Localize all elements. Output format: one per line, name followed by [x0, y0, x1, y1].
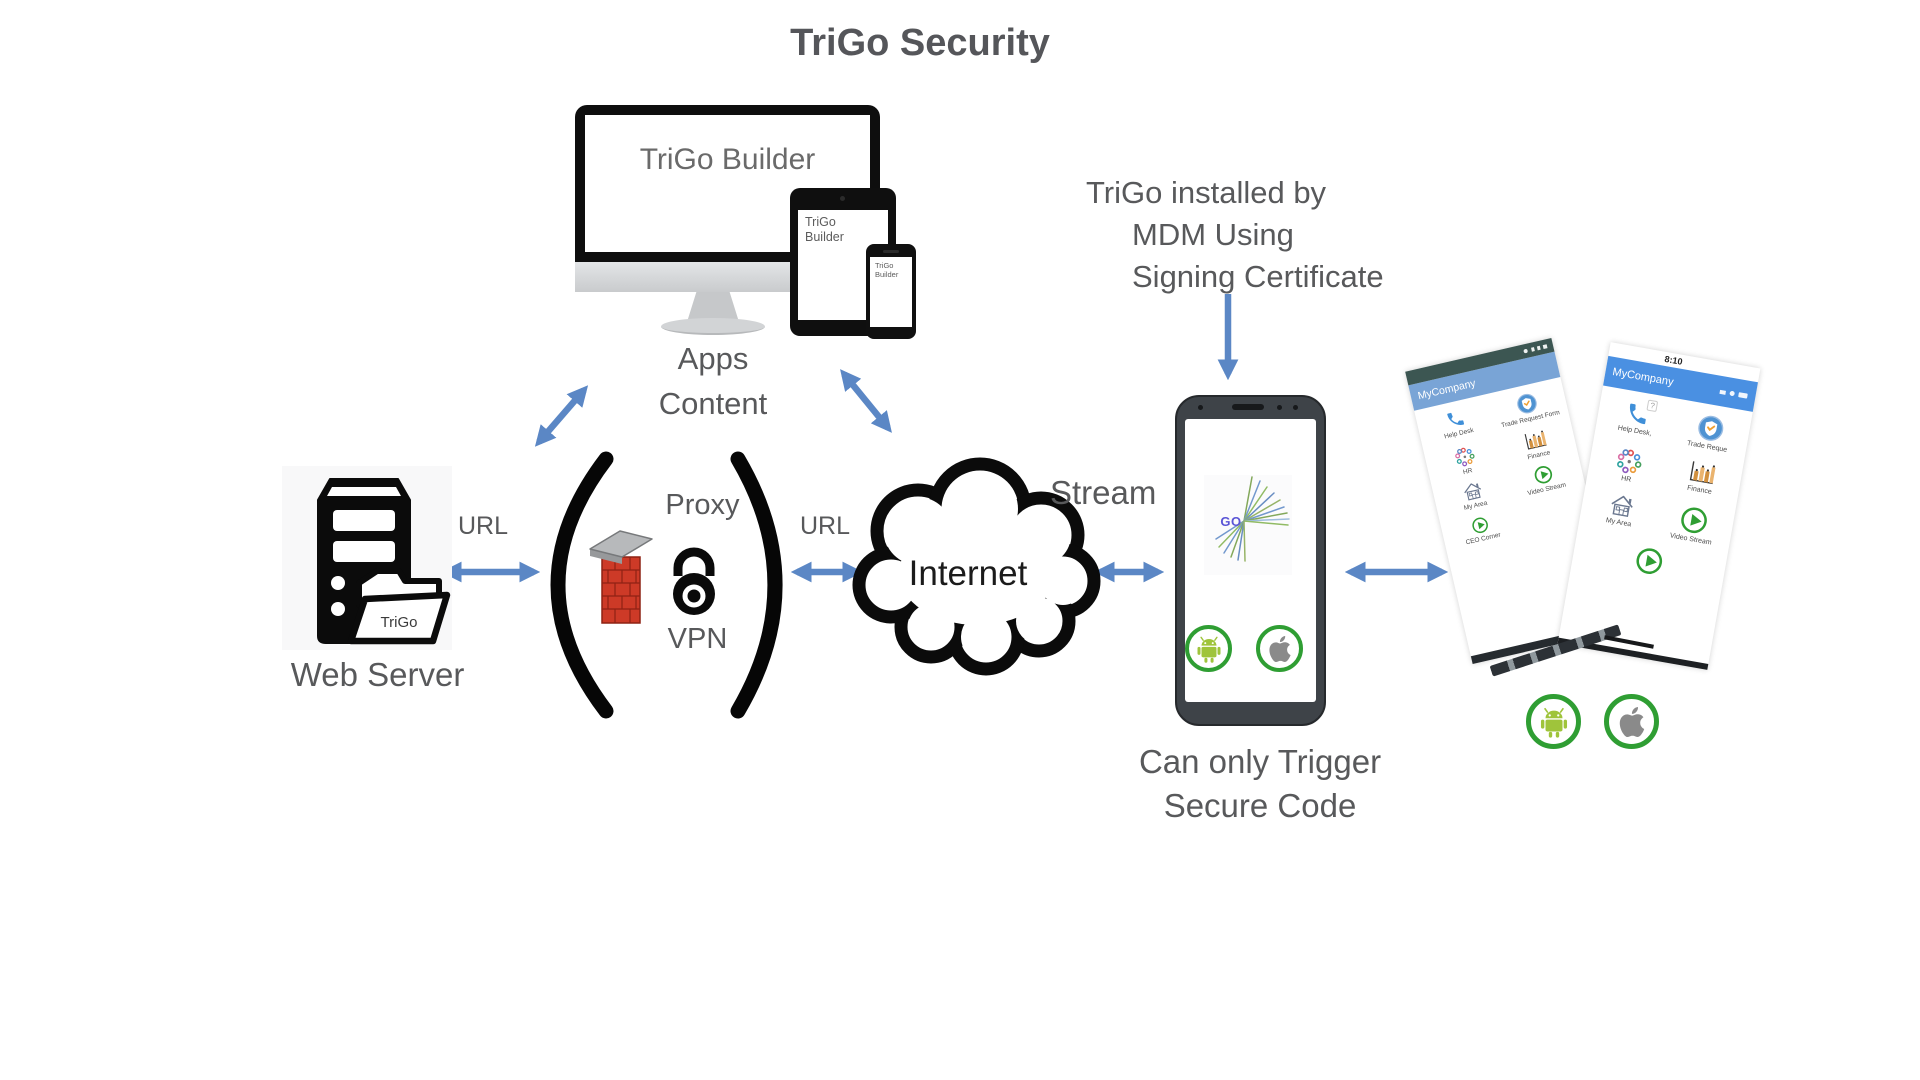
app-item: ? Help Desk,: [1597, 396, 1676, 445]
monitor-stand-neck: [687, 292, 739, 322]
vpn-label: VPN: [667, 623, 728, 655]
statusbar-wifi-icon: [1729, 390, 1736, 397]
web-server-icon: TriGo: [317, 478, 451, 645]
android-icon: [1194, 634, 1224, 664]
apps-caption-line1: Apps: [677, 341, 749, 376]
apple-badge: [1256, 625, 1303, 672]
play-icon: [1470, 515, 1490, 535]
app-item: Video Stream: [1506, 457, 1584, 501]
shield-icon: [1514, 391, 1539, 416]
cloud-label: Internet: [909, 554, 1028, 593]
managed-phone: GO: [1175, 395, 1326, 726]
shield-icon: [1695, 413, 1726, 444]
house-icon: [1606, 491, 1637, 519]
page-title: TriGo Security: [790, 22, 1050, 64]
apple-badge: [1604, 694, 1659, 749]
trigo-go-logo: GO: [1204, 475, 1292, 575]
tablet-label-line2: Builder: [805, 230, 844, 244]
statusbar-battery-icon: [1738, 392, 1748, 399]
gateway-paren-left: [550, 451, 614, 719]
vpn-lock-icon: [673, 547, 715, 615]
phone-camera-icon: [1198, 405, 1203, 410]
tablet-camera-icon: [840, 196, 845, 201]
builder-monitor-label: TriGo Builder: [639, 143, 816, 176]
arrows: [440, 294, 1449, 583]
app-item: Trade Reque: [1670, 409, 1749, 458]
app-item: My Area: [1581, 487, 1660, 537]
right-screen-header-title: MyCompany: [1611, 365, 1675, 389]
finance-chart-icon: [1687, 459, 1719, 487]
play-icon: [1633, 545, 1665, 577]
gateway-paren-right: [730, 451, 783, 719]
secure-code-note: Can only Trigger Secure Code: [1130, 740, 1390, 828]
go-logo-text: GO: [1220, 514, 1241, 529]
statusbar-clock-icon: [1523, 348, 1529, 354]
statusbar-signal-icon: [1719, 389, 1727, 395]
builder-phone-label-line2: Builder: [875, 270, 899, 279]
trigo-folder-icon: TriGo: [347, 568, 451, 645]
builder-phone-speaker-icon: [883, 250, 899, 253]
mdm-note-line2: MDM Using: [1132, 217, 1294, 252]
hr-people-icon: [1452, 444, 1476, 468]
play-icon: [1678, 504, 1710, 536]
app-item: HR: [1589, 442, 1668, 490]
builder-phone-screen: TriGo Builder: [870, 257, 912, 327]
hr-people-icon: [1614, 446, 1644, 476]
arrow-builder-cloud: [840, 369, 892, 433]
app-item: Video Stream: [1653, 500, 1732, 550]
app-label: CEO Corner: [1464, 531, 1502, 546]
internet-cloud: Internet: [852, 457, 1101, 676]
mdm-note-line1: TriGo installed by: [1086, 175, 1327, 210]
app-item: Finance: [1662, 455, 1741, 503]
right-screen-app-grid: ? Help Desk, Trade Reque HR Finance My A…: [1572, 385, 1753, 588]
url-label-left: URL: [457, 512, 508, 540]
apple-icon: [1617, 707, 1647, 737]
android-icon: [1537, 705, 1571, 739]
phone-icon: [1444, 408, 1467, 431]
phone-speaker-icon: [1232, 404, 1264, 410]
folder-label: TriGo: [381, 614, 418, 631]
secure-note-line1: Can only Trigger: [1138, 743, 1382, 780]
builder-phone: TriGo Builder: [866, 244, 916, 339]
app-label: Video Stream: [1526, 481, 1567, 498]
help-bubble: ?: [1646, 399, 1659, 413]
tablet-label-line1: TriGo: [805, 215, 836, 229]
firewall-icon: [589, 530, 653, 624]
app-label: Finance: [1686, 484, 1713, 496]
play-icon: [1532, 463, 1555, 486]
finance-chart-icon: [1522, 427, 1549, 452]
secure-note-line2: Secure Code: [1163, 787, 1357, 824]
statusbar-wifi-icon: [1536, 345, 1541, 351]
apple-icon: [1267, 636, 1293, 662]
stream-label: Stream: [1050, 474, 1157, 511]
arrow-gateway-builder: [534, 385, 589, 447]
apps-caption-line2: Content: [658, 386, 768, 421]
web-server-caption: Web Server: [290, 656, 465, 693]
phone-sensor-icon: [1277, 405, 1282, 410]
builder-phone-label-line1: TriGo: [875, 261, 894, 270]
statusbar-battery-icon: [1542, 344, 1548, 349]
apps-content-caption: Apps Content: [627, 336, 799, 426]
android-badge: [1185, 625, 1232, 672]
managed-phone-screen: GO: [1185, 419, 1316, 702]
url-label-right: URL: [799, 512, 850, 540]
mdm-note: TriGo installed by MDM Using Signing Cer…: [1086, 172, 1384, 298]
app-label: HR: [1620, 475, 1632, 484]
proxy-label: Proxy: [665, 489, 740, 521]
android-badge: [1526, 694, 1581, 749]
web-server-figure: TriGo: [282, 466, 452, 650]
house-icon: [1459, 479, 1485, 502]
statusbar-signal-icon: [1531, 347, 1535, 352]
phone-sensor-icon: [1293, 405, 1298, 410]
app-label: HR: [1462, 466, 1474, 476]
mdm-note-line3: Signing Certificate: [1132, 259, 1384, 294]
monitor-stand-base: [661, 318, 765, 335]
